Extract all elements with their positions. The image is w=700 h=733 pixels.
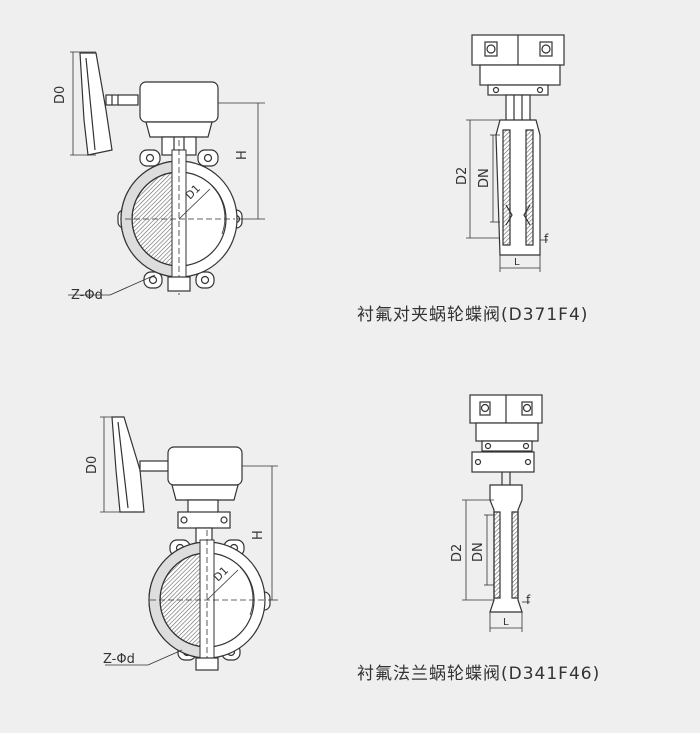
- d0-label-1: D0: [53, 86, 68, 104]
- d2-label-1: D2: [455, 167, 470, 185]
- front-view-1: [68, 51, 265, 296]
- side-view-1: [466, 34, 565, 272]
- caption-flange-valve: 衬氟法兰蜗轮蝶阀(D341F46): [357, 664, 601, 684]
- h-label-2: H: [251, 530, 266, 540]
- h-label-1: H: [235, 150, 250, 160]
- side-view-2: [462, 394, 543, 632]
- bolt-label-2: Z-Φd: [103, 652, 135, 667]
- d0-label-2: D0: [85, 456, 100, 474]
- dn-label-2: DN: [471, 542, 486, 562]
- l-label-1: L: [514, 257, 520, 268]
- front-view-2: [100, 416, 278, 671]
- dn-label-1: DN: [477, 168, 492, 188]
- f-label-2: f: [526, 593, 531, 607]
- d2-label-2: D2: [450, 544, 465, 562]
- l-label-2: L: [503, 617, 509, 628]
- caption-wafer-valve: 衬氟对夹蜗轮蝶阀(D371F4): [357, 305, 589, 325]
- f-label-1: f: [544, 232, 549, 246]
- bolt-label-1: Z-Φd: [71, 288, 103, 303]
